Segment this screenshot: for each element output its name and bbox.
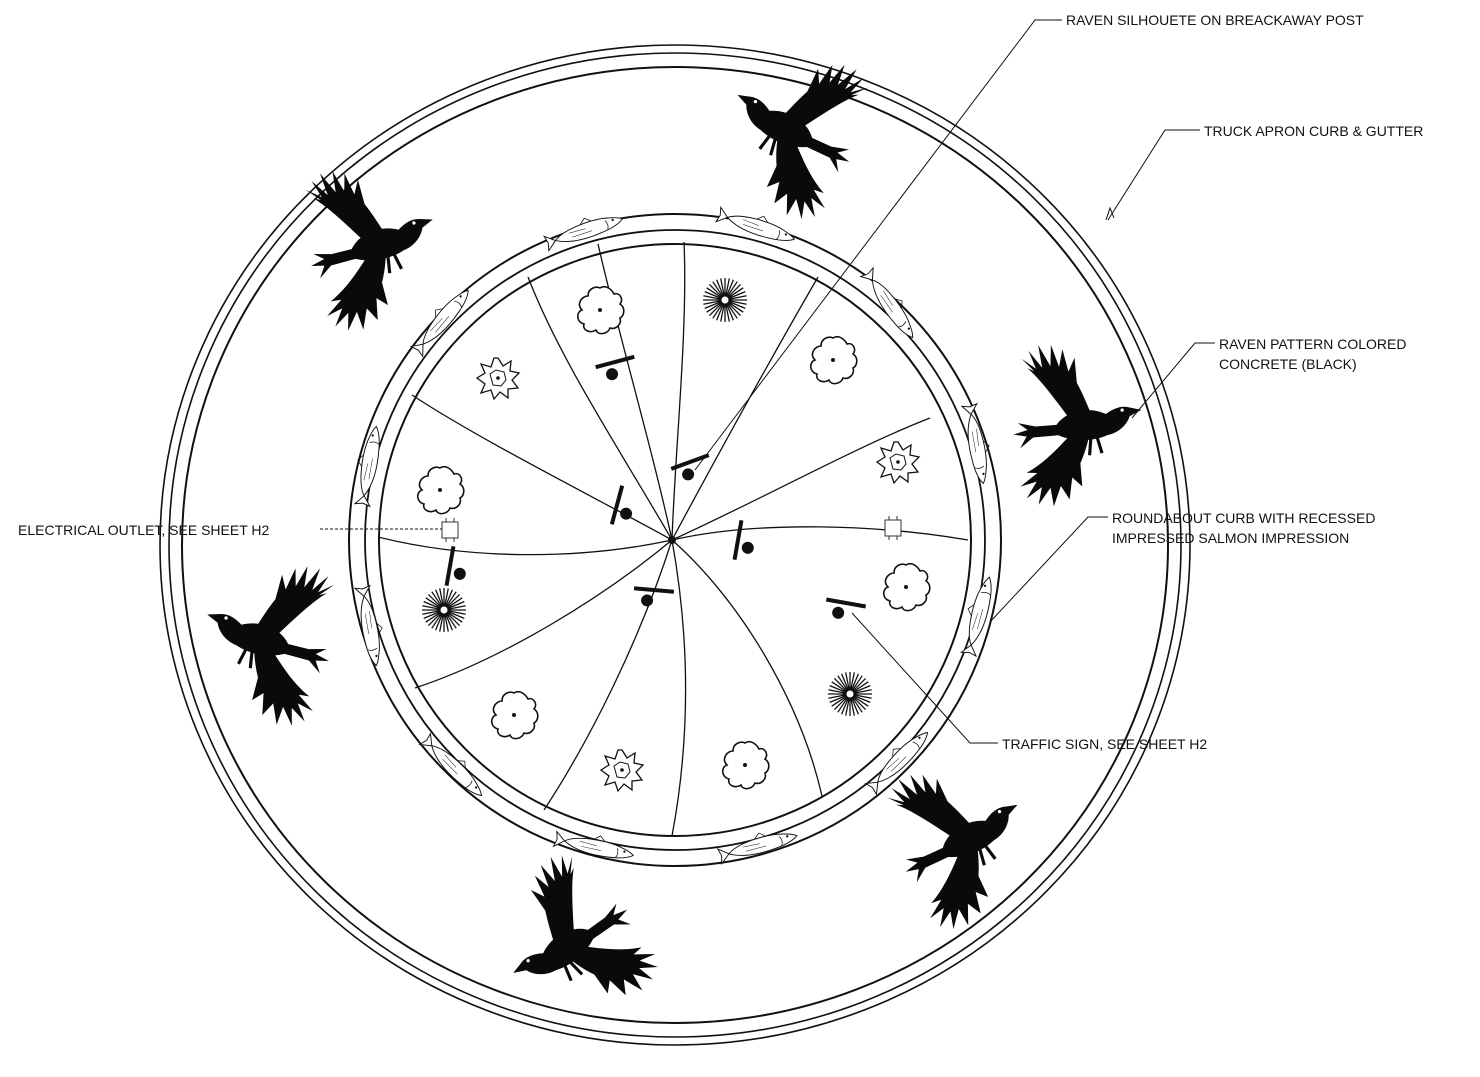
shrub-icon xyxy=(882,562,931,612)
shrub-icon xyxy=(721,740,770,790)
leader-lines xyxy=(320,19,1215,744)
salmon-impression-icon xyxy=(961,402,996,486)
raven-pattern-leader xyxy=(1131,342,1215,419)
raven-silhouette-icon xyxy=(995,327,1157,514)
traffic-sign-icon xyxy=(732,518,761,565)
raven-pattern-label-line1: RAVEN PATTERN COLORED xyxy=(1219,336,1406,352)
raven-silhouette-label: RAVEN SILHOUETE ON BREACKAWAY POST xyxy=(1066,12,1364,28)
callout-labels: RAVEN SILHOUETE ON BREACKAWAY POST TRUCK… xyxy=(18,12,1423,752)
salmon-impression-icon xyxy=(956,573,998,657)
roundabout-curb-leader xyxy=(989,516,1108,623)
shrub-icon xyxy=(809,335,858,385)
truck-apron-rings xyxy=(159,44,1191,1046)
pinwheel-lines xyxy=(377,241,969,837)
raven-pattern-label-line2: CONCRETE (BLACK) xyxy=(1219,356,1357,372)
salmon-impression-icon xyxy=(419,729,491,802)
raven-silhouette-icon xyxy=(178,535,362,737)
roundabout-curb-label-line2: IMPRESSED SALMON IMPRESSION xyxy=(1112,530,1349,546)
salmon-impression-icon xyxy=(349,423,385,507)
flower-plant-icon xyxy=(876,441,920,484)
traffic-sign-icon xyxy=(669,453,717,487)
traffic-sign-icon xyxy=(821,597,868,626)
center-point xyxy=(668,536,676,544)
plantings xyxy=(416,277,931,792)
flower-plant-icon xyxy=(600,749,644,792)
traffic-sign-icon xyxy=(444,544,473,591)
truck-apron-label: TRUCK APRON CURB & GUTTER xyxy=(1204,123,1423,139)
truck-apron-leader xyxy=(1107,129,1200,221)
traffic-sign-icon xyxy=(630,586,676,611)
shrub-icon xyxy=(576,285,625,335)
starburst-plant-icon xyxy=(702,277,748,323)
electrical-outlet-icon xyxy=(884,515,902,541)
roundabout-curb-label-line1: ROUNDABOUT CURB WITH RECESSED xyxy=(1112,510,1375,526)
salmon-impression-icon xyxy=(860,264,924,343)
electrical-outlet-icon xyxy=(441,517,459,543)
electrical-outlet-label: ELECTRICAL OUTLET, SEE SHEET H2 xyxy=(18,522,270,538)
raven-silhouette-icon xyxy=(278,140,462,342)
traffic-sign-label: TRAFFIC SIGN, SEE SHEET H2 xyxy=(1002,736,1207,752)
raven-silhouette-leader xyxy=(694,19,1062,471)
roundabout-curb-rings xyxy=(348,213,1002,867)
shrub-icon xyxy=(416,465,465,515)
traffic-sign-icon xyxy=(609,483,641,531)
starburst-plant-icon xyxy=(421,587,467,633)
flower-plant-icon xyxy=(476,357,520,400)
shrub-icon xyxy=(490,690,539,740)
starburst-plant-icon xyxy=(827,671,873,717)
raven-silhouette-icon xyxy=(470,834,670,1044)
salmon-impression-icon xyxy=(715,202,799,247)
truck-apron-arrowhead xyxy=(1105,206,1115,221)
traffic-sign-leader xyxy=(851,612,998,744)
traffic-signs xyxy=(444,354,868,626)
salmon-impression-icon xyxy=(406,281,475,357)
